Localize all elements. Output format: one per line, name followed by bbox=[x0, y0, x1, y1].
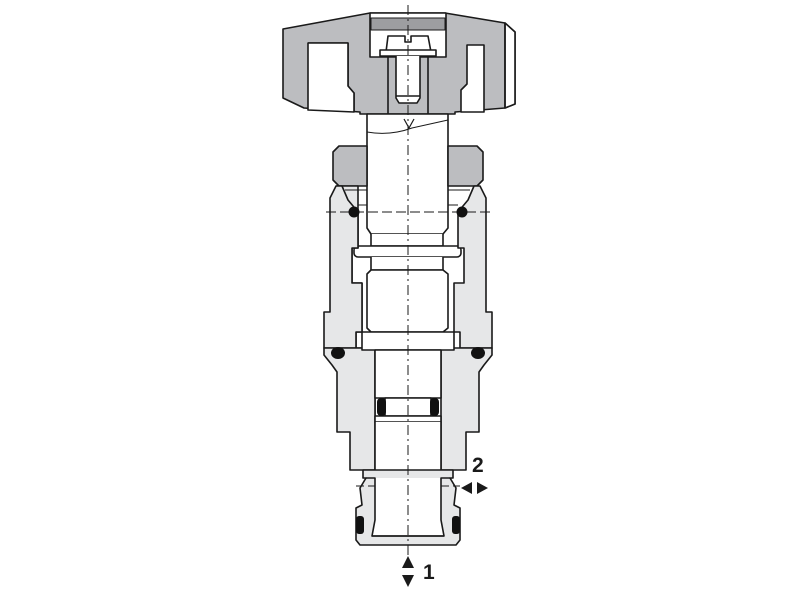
o-ring-mid-right bbox=[471, 347, 485, 359]
o-ring-seals bbox=[331, 206, 485, 534]
valve-body bbox=[323, 185, 493, 471]
double-arrow-vertical-icon bbox=[402, 556, 414, 587]
o-ring-upper-left bbox=[348, 206, 360, 218]
port-label-2: 2 bbox=[472, 454, 484, 477]
seal-spool-left bbox=[377, 398, 386, 416]
seal-bottom-right bbox=[452, 516, 460, 534]
o-ring-upper-right bbox=[456, 206, 468, 218]
o-ring-mid-left bbox=[331, 347, 345, 359]
seal-bottom-left bbox=[356, 516, 364, 534]
port-label-1: 1 bbox=[423, 561, 435, 584]
seal-spool-right bbox=[430, 398, 439, 416]
lock-nut bbox=[332, 145, 484, 187]
knob bbox=[282, 12, 516, 115]
double-arrow-horizontal-icon bbox=[461, 482, 488, 494]
